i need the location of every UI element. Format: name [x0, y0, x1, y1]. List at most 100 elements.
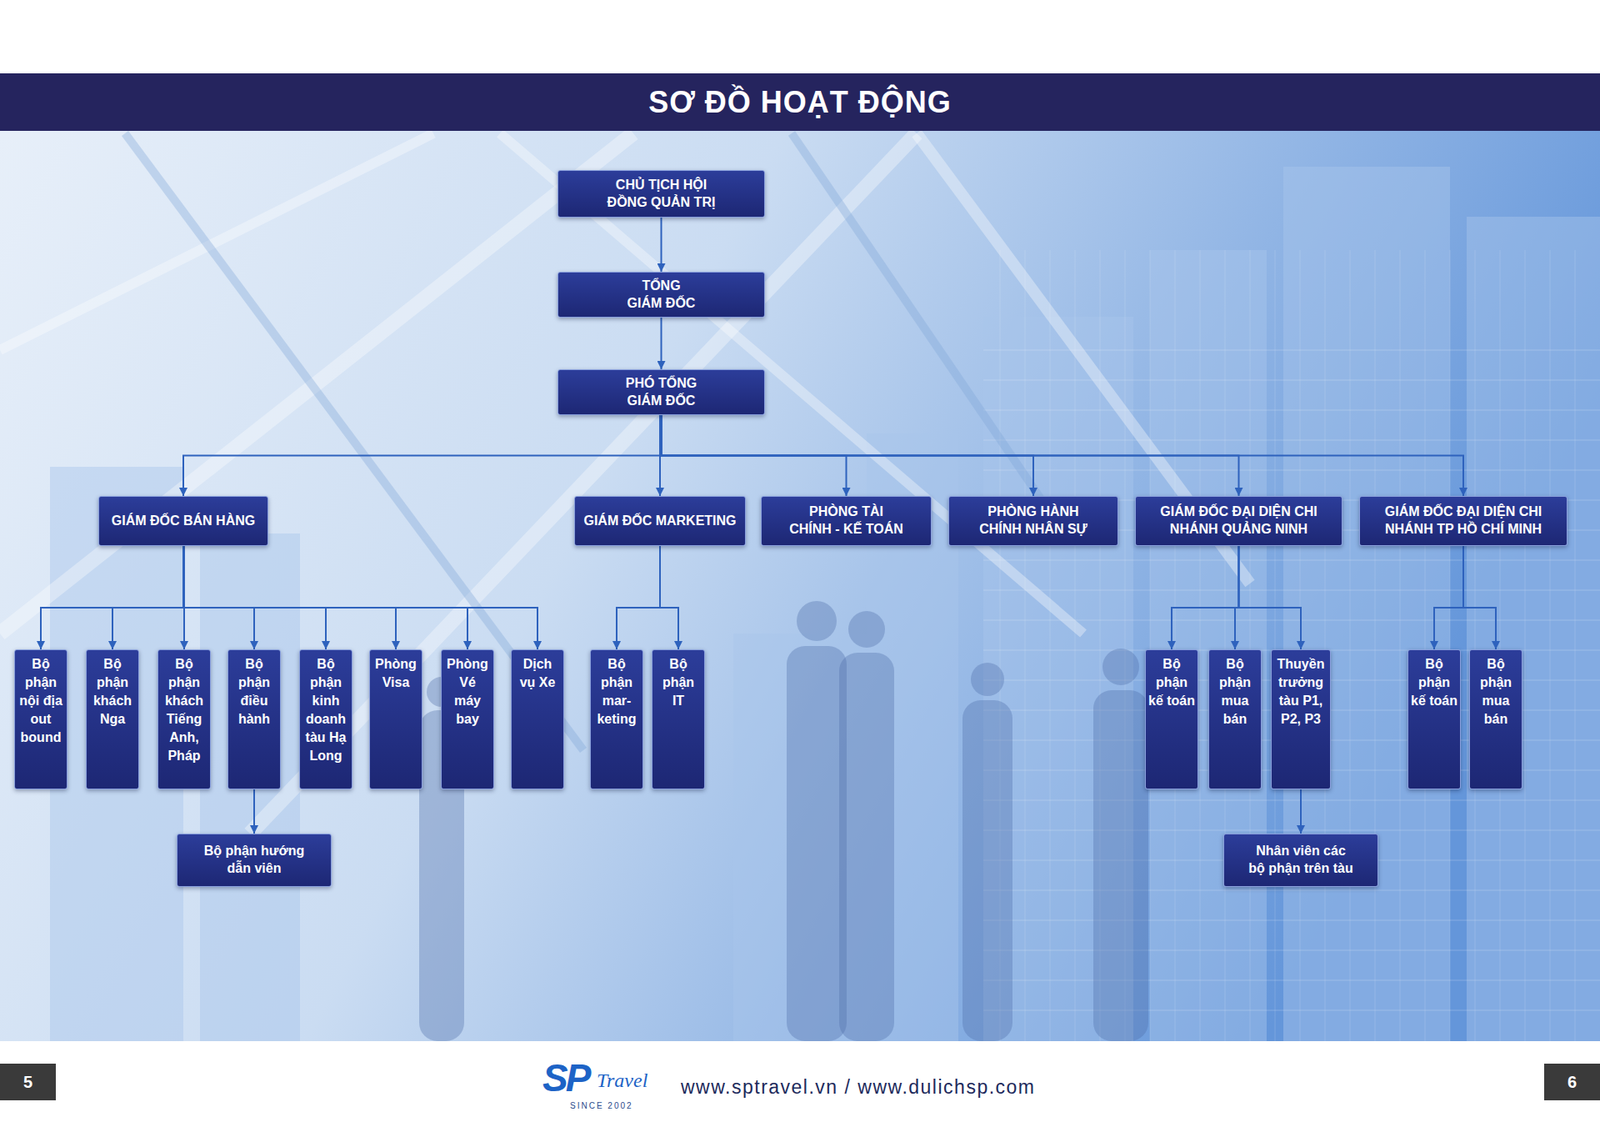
title-band: SƠ ĐỒ HOẠT ĐỘNG	[0, 73, 1600, 131]
person-head	[970, 662, 1005, 696]
page-number: 5	[0, 1063, 56, 1100]
org-box: GIÁM ĐỐC MARKETING	[574, 495, 746, 546]
window-line	[983, 410, 1600, 411]
window-line	[983, 440, 1600, 441]
window-line	[1550, 250, 1551, 1041]
window-line	[1150, 250, 1151, 1041]
beam	[500, 133, 1084, 634]
window-line	[1225, 250, 1226, 1041]
org-box: PHÓ TỔNG GIÁM ĐỐC	[557, 369, 765, 415]
org-box: PHÒNG TÀI CHÍNH - KẾ TOÁN	[760, 495, 932, 546]
box-label: GIÁM ĐỐC ĐẠI DIỆN CHI NHÁNH TP HỒ CHÍ MI…	[1365, 503, 1562, 539]
connector	[1434, 545, 1464, 650]
org-box: Dịch vụ Xe	[510, 649, 565, 790]
window-line	[1500, 250, 1501, 1041]
box-label: PHÓ TỔNG GIÁM ĐỐC	[611, 375, 712, 410]
connector	[183, 545, 396, 650]
window-line	[1325, 250, 1326, 1041]
connector	[1463, 545, 1496, 650]
box-label: Dịch vụ Xe	[514, 655, 561, 692]
window-line	[983, 800, 1600, 801]
box-label: Bộ phận khách Tiếng Anh, Pháp	[160, 655, 208, 765]
box-label: Bộ phận kinh doanh tàu Hạ Long	[302, 655, 350, 765]
org-box: Nhân viên các bộ phận trên tàu	[1223, 833, 1379, 887]
window-line	[983, 470, 1600, 471]
person-head	[796, 600, 837, 641]
org-box: GIÁM ĐỐC ĐẠI DIỆN CHI NHÁNH TP HỒ CHÍ MI…	[1359, 495, 1568, 546]
window-line	[1450, 250, 1451, 1041]
box-label: Bộ phận khách Nga	[89, 655, 136, 729]
org-box: Bộ phận khách Tiếng Anh, Pháp	[157, 649, 211, 790]
logo-script: Travel	[596, 1069, 648, 1092]
window-line	[983, 950, 1600, 951]
connector	[616, 545, 660, 650]
connector	[112, 545, 184, 650]
person-head	[848, 610, 885, 648]
window-line	[983, 830, 1600, 831]
window-line	[983, 1010, 1600, 1011]
window-line	[983, 920, 1600, 921]
org-box: Bộ phận mua bán	[1469, 649, 1523, 790]
window-line	[1175, 250, 1176, 1041]
box-label: Bộ phận IT	[655, 655, 702, 710]
connector	[253, 789, 255, 834]
connector	[40, 545, 184, 650]
box-label: CHỦ TỊCH HỘI ĐỒNG QUẢN TRỊ	[578, 176, 745, 212]
logo-mark: SP	[542, 1055, 589, 1100]
window-line	[983, 980, 1600, 981]
connector	[660, 317, 663, 370]
org-box: Bộ phận hướng dẫn viên	[176, 833, 332, 887]
building	[1150, 250, 1267, 1041]
connector	[183, 545, 538, 650]
connector	[660, 217, 663, 272]
org-box: Bộ phận kế toán	[1145, 649, 1199, 790]
org-box: GIÁM ĐỐC ĐẠI DIỆN CHI NHÁNH QUẢNG NINH	[1135, 495, 1343, 546]
window-line	[1275, 250, 1276, 1041]
box-label: GIÁM ĐỐC BÁN HÀNG	[111, 512, 255, 530]
box-label: Thuyền trưởng tàu P1, P2, P3	[1274, 655, 1328, 729]
org-box: Bộ phận kinh doanh tàu Hạ Long	[299, 649, 353, 790]
box-label: Bộ phận nội địa out bound	[17, 655, 65, 747]
person-head	[1102, 648, 1140, 685]
person-body	[786, 645, 847, 1041]
org-box: Bộ phận khách Nga	[85, 649, 140, 790]
beam	[0, 133, 634, 634]
org-box: Phòng Visa	[369, 649, 423, 790]
window-line	[983, 590, 1600, 591]
org-box: Bộ phận điều hành	[227, 649, 281, 790]
beam	[791, 133, 1042, 500]
connector	[1239, 545, 1302, 650]
connector	[183, 545, 326, 650]
person-body	[839, 652, 895, 1041]
box-label: Bộ phận mar-keting	[593, 655, 640, 729]
window-line	[1050, 250, 1051, 1041]
window-line	[1250, 250, 1251, 1041]
beam	[0, 133, 434, 350]
box-label: Bộ phận mua bán	[1211, 655, 1259, 729]
org-box: Bộ phận nội địa out bound	[14, 649, 68, 790]
connector	[183, 415, 662, 496]
building	[1283, 166, 1450, 1041]
box-label: Bộ phận kế toán	[1410, 655, 1458, 710]
building	[1466, 216, 1600, 1041]
window-line	[1425, 250, 1426, 1041]
window-line	[1475, 250, 1476, 1041]
org-box: Bộ phận IT	[651, 649, 705, 790]
org-box: Bộ phận kế toán	[1407, 649, 1461, 790]
org-box: Bộ phận mar-keting	[590, 649, 644, 790]
window-line	[1400, 250, 1401, 1041]
box-label: Bộ phận mua bán	[1472, 655, 1520, 729]
box-label: Bộ phận điều hành	[230, 655, 278, 729]
connector	[660, 545, 679, 650]
website: www.sptravel.vn / www.dulichsp.com	[680, 1075, 1036, 1099]
org-box: Phòng Vé máy bay	[440, 649, 495, 790]
box-label: Phòng Vé máy bay	[444, 655, 491, 729]
org-box: GIÁM ĐỐC BÁN HÀNG	[98, 495, 269, 546]
connector	[661, 415, 1465, 496]
page-title: SƠ ĐỒ HOẠT ĐỘNG	[648, 85, 952, 120]
org-box: CHỦ TỊCH HỘI ĐỒNG QUẢN TRỊ	[557, 170, 765, 218]
window-line	[983, 890, 1600, 891]
window-line	[983, 380, 1600, 381]
box-label: GIÁM ĐỐC MARKETING	[583, 512, 736, 530]
